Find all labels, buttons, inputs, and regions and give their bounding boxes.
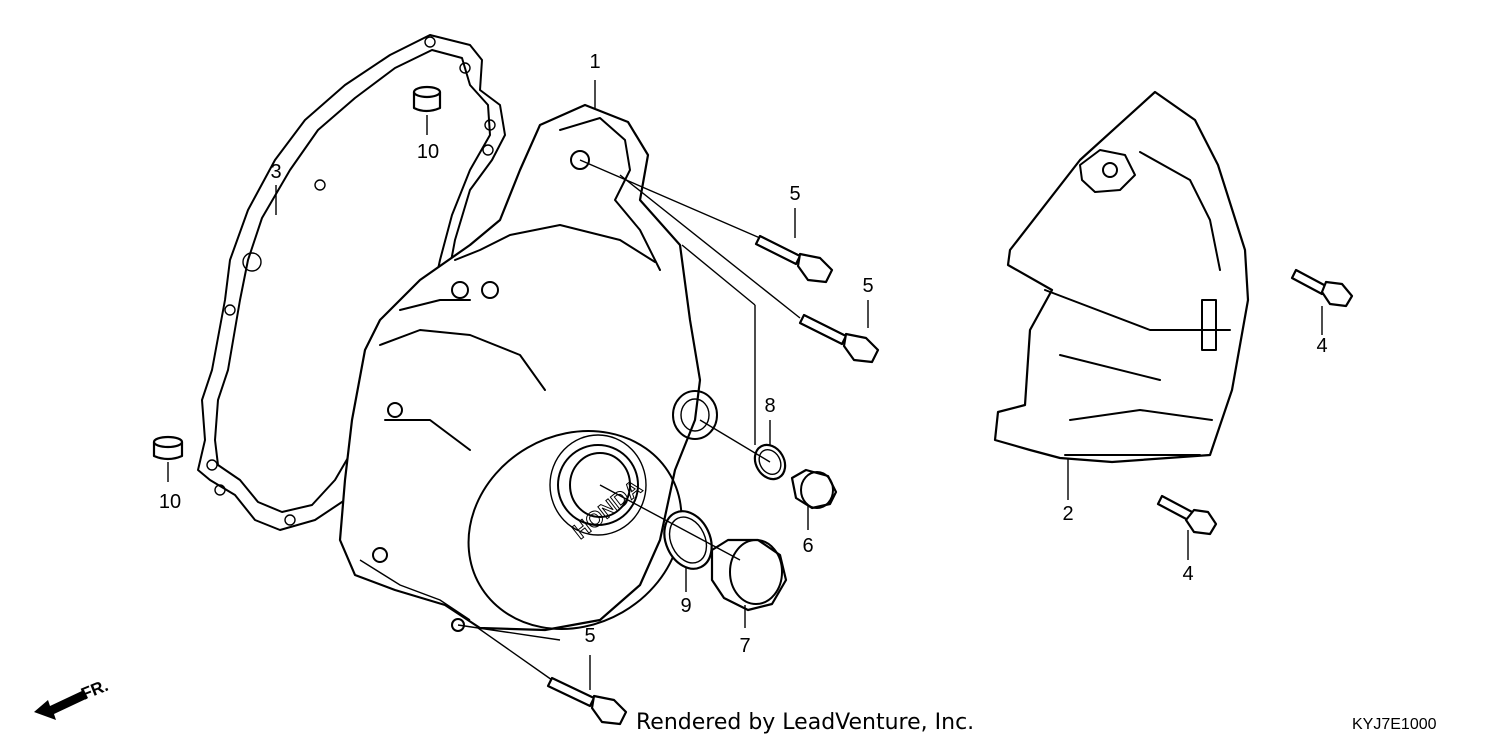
callout-3: 3 — [270, 161, 281, 183]
bolt-part-4-lower — [1156, 494, 1218, 536]
left-crankcase-cover-part-1: HONDA — [338, 103, 718, 632]
front-direction-label: FR. — [78, 676, 111, 704]
callout-4-upper: 4 — [1316, 335, 1327, 357]
callout-5-upper: 5 — [789, 183, 800, 205]
bolt-part-4-upper — [1290, 268, 1354, 308]
dowel-pin-upper — [412, 85, 442, 135]
callout-9: 9 — [680, 595, 691, 617]
callout-10-upper: 10 — [417, 141, 439, 163]
dowel-pin-lower — [152, 435, 184, 482]
callout-4-lower: 4 — [1182, 563, 1193, 585]
callout-6: 6 — [802, 535, 813, 557]
callout-7: 7 — [739, 635, 750, 657]
leader-lines — [275, 80, 1323, 690]
cap-part-7 — [710, 538, 788, 612]
front-direction-arrow: FR. — [34, 676, 111, 720]
diagram-code: KYJ7E1000 — [1352, 716, 1437, 733]
callout-1: 1 — [589, 51, 600, 73]
callout-2: 2 — [1062, 503, 1073, 525]
cap-part-6 — [790, 468, 838, 510]
gasket-part-3 — [197, 34, 506, 531]
callout-8: 8 — [764, 395, 775, 417]
bolt-part-5-lower — [546, 676, 628, 726]
callout-5-lower: 5 — [584, 625, 595, 647]
sprocket-cover-part-2 — [993, 90, 1250, 464]
callout-5-middle: 5 — [862, 275, 873, 297]
front-arrow-icon — [34, 690, 88, 720]
bolt-part-5-upper — [754, 234, 834, 284]
callout-10-lower: 10 — [159, 491, 181, 513]
credit-text: Rendered by LeadVenture, Inc. — [636, 710, 975, 735]
callout-labels: 1 2 3 4 4 5 5 5 6 7 8 9 10 10 — [159, 51, 1328, 657]
bolt-part-5-middle — [798, 313, 880, 364]
